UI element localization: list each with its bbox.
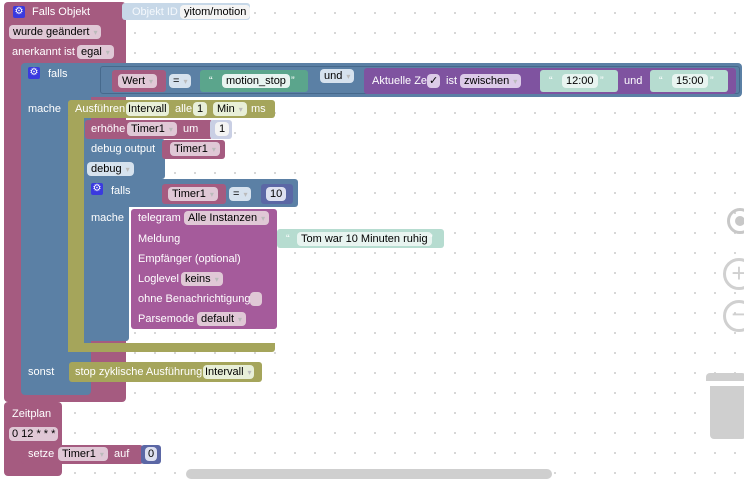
stop-interval-dropdown[interactable]: Intervall bbox=[203, 365, 254, 379]
horizontal-scrollbar[interactable] bbox=[186, 469, 552, 479]
debug-var-dropdown[interactable]: Timer1 bbox=[170, 142, 220, 156]
quote-open: “ bbox=[549, 75, 553, 87]
variable-dropdown[interactable]: Wert bbox=[118, 74, 158, 88]
changed-dropdown[interactable]: wurde geändert bbox=[9, 25, 102, 39]
debug-level-dropdown[interactable]: debug bbox=[87, 162, 134, 176]
to-label: auf bbox=[114, 448, 130, 460]
logic-op-dropdown[interactable]: und bbox=[320, 69, 355, 83]
set-value-field[interactable]: 0 bbox=[145, 447, 158, 461]
message-field[interactable]: Tom war 10 Minuten ruhig bbox=[297, 232, 432, 246]
compare-op-dropdown[interactable]: = bbox=[229, 187, 252, 201]
message-label: Meldung bbox=[138, 233, 181, 245]
text-field[interactable]: motion_stop bbox=[222, 74, 290, 88]
and-label: und bbox=[624, 75, 643, 87]
quote-open: “ bbox=[659, 75, 663, 87]
do-label: mache bbox=[28, 103, 62, 115]
start-time-field[interactable]: 12:00 bbox=[562, 74, 598, 88]
increment-value-field[interactable]: 1 bbox=[215, 122, 230, 136]
interval-name-field[interactable]: Intervall bbox=[126, 102, 169, 116]
object-id-label: Objekt ID bbox=[132, 6, 178, 18]
end-time-field[interactable]: 15:00 bbox=[672, 74, 708, 88]
schedule-label: Zeitplan bbox=[12, 408, 52, 420]
quote-open: “ bbox=[209, 75, 213, 87]
silent-checkbox[interactable] bbox=[250, 292, 262, 306]
by-label: um bbox=[183, 123, 199, 135]
do-label: mache bbox=[91, 212, 125, 224]
settings-icon[interactable]: ⚙ bbox=[91, 183, 103, 195]
interval-unit-dropdown[interactable]: Min bbox=[213, 102, 247, 116]
trigger-title: Falls Objekt bbox=[32, 6, 91, 18]
else-label: sonst bbox=[28, 366, 55, 378]
parsemode-label: Parsemode bbox=[138, 313, 195, 325]
telegram-block[interactable] bbox=[131, 209, 277, 329]
settings-icon[interactable]: ⚙ bbox=[13, 6, 25, 18]
stop-label: stop zyklische Ausführung bbox=[75, 366, 203, 378]
ms-label: ms bbox=[251, 103, 266, 115]
ack-label: anerkannt ist bbox=[12, 46, 75, 58]
telegram-label: telegram bbox=[138, 212, 181, 224]
if-label: falls bbox=[111, 185, 131, 197]
trash-icon[interactable] bbox=[706, 373, 744, 439]
interval-label: Ausführen bbox=[75, 103, 126, 115]
zoom-out-icon[interactable]: − bbox=[723, 300, 744, 332]
time-mode-dropdown[interactable]: zwischen bbox=[460, 74, 522, 88]
object-id-field[interactable]: yitom/motion bbox=[180, 5, 251, 19]
recipient-label: Empfänger (optional) bbox=[138, 253, 241, 265]
compare-var-dropdown[interactable]: Timer1 bbox=[168, 187, 218, 201]
loglevel-label: Loglevel bbox=[138, 273, 179, 285]
parsemode-dropdown[interactable]: default bbox=[197, 312, 247, 326]
time-label: Aktuelle Zeit bbox=[372, 75, 433, 87]
settings-icon[interactable]: ⚙ bbox=[28, 67, 40, 79]
every-label: alle bbox=[175, 103, 193, 115]
set-var-dropdown[interactable]: Timer1 bbox=[58, 447, 108, 461]
is-label: ist bbox=[446, 75, 457, 87]
increment-var-dropdown[interactable]: Timer1 bbox=[127, 122, 177, 136]
cron-field[interactable]: 0 12 * * * bbox=[9, 427, 59, 441]
interval-value-field[interactable]: 1 bbox=[193, 102, 208, 116]
silent-label: ohne Benachrichtigung bbox=[138, 293, 251, 305]
ack-dropdown[interactable]: egal bbox=[77, 45, 114, 59]
quote-close: ” bbox=[600, 75, 604, 87]
recenter-icon[interactable] bbox=[727, 208, 744, 234]
compare-value-field[interactable]: 10 bbox=[266, 187, 287, 201]
zoom-in-icon[interactable]: + bbox=[723, 258, 744, 290]
compare-op-dropdown[interactable]: = bbox=[169, 74, 192, 88]
increment-label: erhöhe bbox=[91, 123, 126, 135]
quote-close: ” bbox=[291, 75, 295, 87]
quote-open: “ bbox=[286, 233, 290, 245]
if-label: falls bbox=[48, 68, 68, 80]
debug-label: debug output bbox=[91, 143, 156, 155]
quote-close: ” bbox=[429, 233, 433, 245]
instance-dropdown[interactable]: Alle Instanzen bbox=[184, 211, 270, 225]
set-label: setze bbox=[28, 448, 55, 460]
quote-close: ” bbox=[710, 75, 714, 87]
loglevel-dropdown[interactable]: keins bbox=[181, 272, 223, 286]
time-checkbox[interactable]: ✓ bbox=[427, 74, 441, 88]
